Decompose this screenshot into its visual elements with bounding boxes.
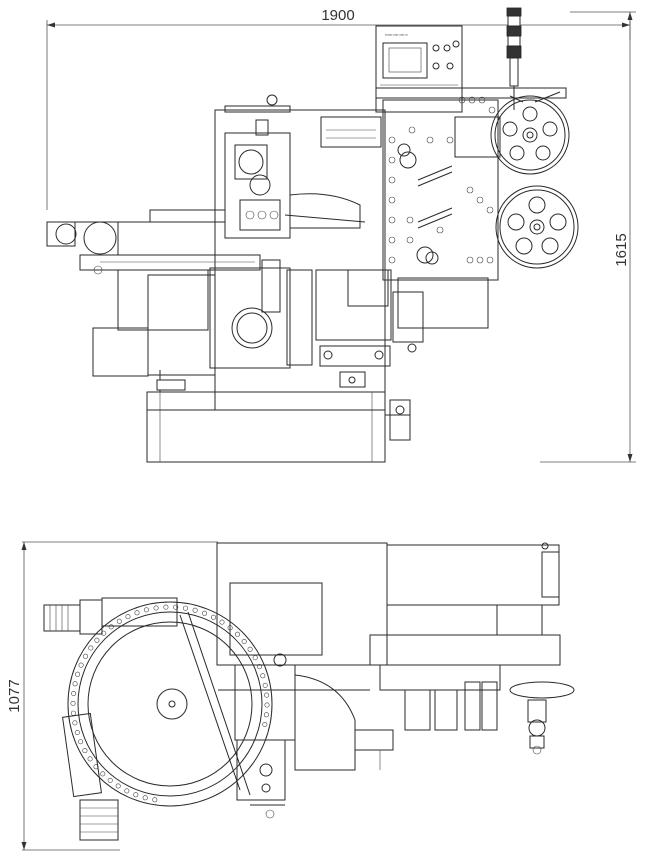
turntable-hole: [74, 729, 80, 735]
turntable-hole: [82, 748, 88, 754]
turntable-hole: [262, 721, 268, 727]
turntable-hole: [70, 700, 76, 706]
turntable-hole: [219, 619, 225, 625]
turntable-hole: [252, 655, 258, 661]
turntable-hole: [87, 756, 93, 762]
width-label: 1900: [321, 7, 354, 24]
turntable-hole: [133, 792, 139, 798]
hmi-screen-icon: [382, 42, 428, 79]
turntable-hole: [247, 646, 253, 652]
dimension-arrow-icon: [627, 454, 633, 462]
dimension-width: 1900: [46, 7, 631, 210]
turntable-hole: [227, 625, 233, 631]
signal-tower-icon: [506, 7, 522, 110]
turntable-hole: [78, 662, 84, 668]
turntable-hole: [70, 710, 76, 716]
dimension-arrow-icon: [21, 542, 27, 550]
turntable-hole: [183, 605, 189, 611]
turntable-hole: [152, 797, 158, 803]
turntable-hole: [260, 673, 266, 679]
pulley-rollers: [388, 96, 496, 265]
turntable-hole: [143, 607, 149, 613]
conveyor-arm: [46, 209, 261, 275]
reel-icon: [490, 91, 570, 175]
dimension-height-top: 1077: [6, 541, 218, 851]
turntable-hole: [72, 720, 78, 726]
front-view: ▪▪▪▪▪▪ ▪▪▪▪ ▪▪▪▪ ▪▪: [46, 7, 579, 463]
turntable-hole: [153, 605, 159, 611]
top-view: [43, 542, 575, 841]
motor-top-left: [43, 597, 178, 635]
turntable-hole: [115, 783, 121, 789]
turntable-hole: [108, 624, 114, 630]
turntable-hole: [124, 788, 130, 794]
turntable-hole: [71, 690, 77, 696]
dimension-height-front: 1615: [540, 11, 636, 463]
height-label-front: 1615: [613, 233, 630, 266]
turntable-hole: [94, 637, 100, 643]
turntable-hole: [75, 671, 81, 677]
turntable-hole: [142, 795, 148, 801]
turntable: [67, 601, 273, 807]
turntable-holes: [70, 604, 270, 803]
turntable-hole: [116, 618, 122, 624]
motor-bottom-left: [62, 712, 119, 841]
svg-text:▪▪▪▪▪▪ ▪▪▪▪ ▪▪▪▪ ▪▪: ▪▪▪▪▪▪ ▪▪▪▪ ▪▪▪▪ ▪▪: [385, 33, 408, 37]
turntable-hole: [78, 739, 84, 745]
turntable-hole: [211, 614, 217, 620]
dimension-arrow-icon: [47, 22, 55, 28]
turntable-hole: [88, 645, 94, 651]
reel-icon: [495, 185, 579, 269]
turntable-hole: [134, 610, 140, 616]
turntable-hole: [107, 777, 113, 783]
turntable-hole: [202, 610, 208, 616]
turntable-hole: [83, 653, 89, 659]
turntable-hole: [264, 702, 270, 708]
turntable-hole: [125, 614, 131, 620]
turntable-hole: [173, 604, 179, 610]
turntable-hole: [263, 712, 269, 718]
dimension-arrow-icon: [627, 12, 633, 20]
turntable-hole: [100, 771, 106, 777]
turntable-hole: [163, 604, 169, 610]
turntable-hole: [264, 692, 270, 698]
turntable-hole: [72, 681, 78, 687]
turntable-hole: [256, 664, 262, 670]
turntable-hole: [262, 682, 268, 688]
turntable-hole: [241, 638, 247, 644]
turntable-hole: [192, 607, 198, 613]
height-label-top: 1077: [6, 679, 23, 712]
cylinders: [379, 664, 575, 755]
dimension-arrow-icon: [622, 22, 630, 28]
turntable-hole: [235, 631, 241, 637]
dimension-arrow-icon: [21, 842, 27, 850]
